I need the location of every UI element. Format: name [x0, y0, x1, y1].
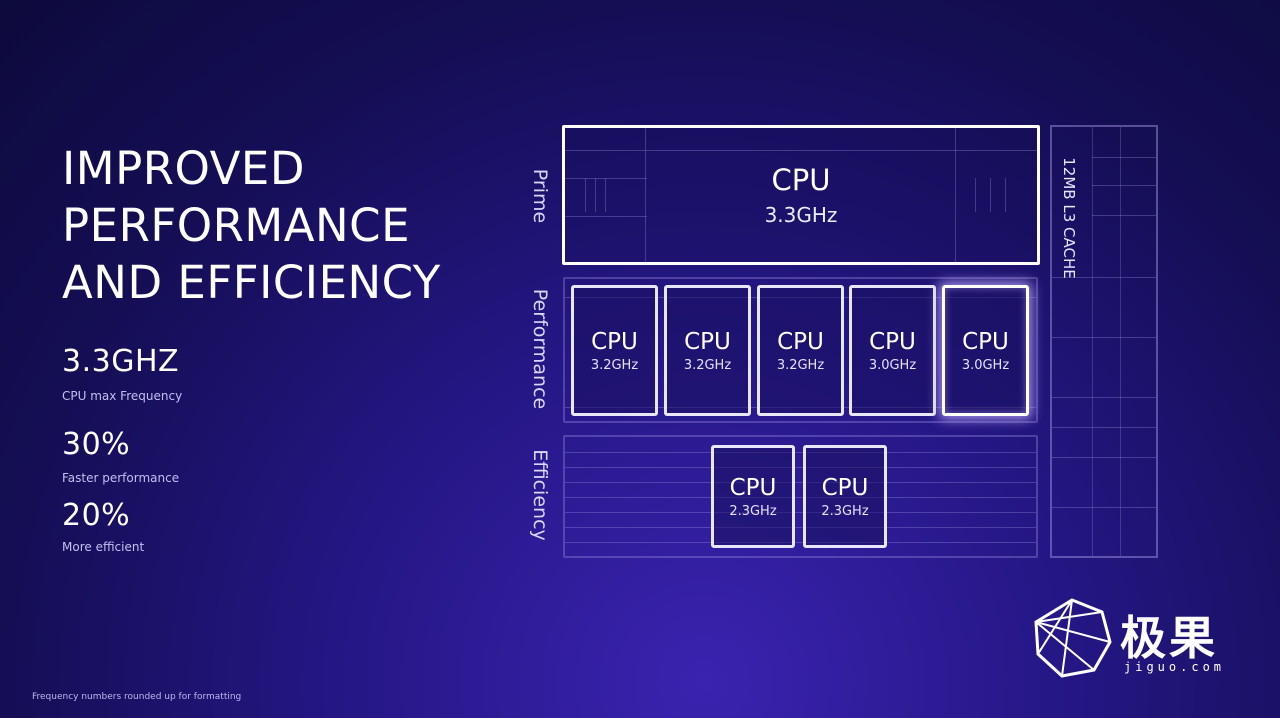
watermark-name: 极果: [1120, 611, 1218, 665]
core-frequency: 3.0GHz: [961, 358, 1010, 373]
stat-frequency-label: CPU max Frequency: [62, 389, 183, 403]
l3-cache-block: [1050, 125, 1158, 558]
performance-core-highlighted: CPU 3.0GHz: [942, 285, 1029, 416]
performance-core: CPU 3.2GHz: [571, 285, 658, 416]
performance-core: CPU 3.0GHz: [849, 285, 936, 416]
core-label: CPU: [962, 329, 1009, 355]
core-frequency: 3.2GHz: [683, 358, 732, 373]
stat-performance-value: 30%: [62, 427, 131, 462]
prime-cluster-label: Prime: [529, 168, 551, 224]
performance-cluster-label: Performance: [529, 288, 551, 410]
efficiency-cluster-label: Efficiency: [529, 449, 551, 541]
title-line-1: IMPROVED: [62, 142, 305, 195]
core-label: CPU: [777, 329, 824, 355]
core-frequency: 3.2GHz: [590, 358, 639, 373]
efficiency-core: CPU 2.3GHz: [711, 445, 795, 548]
prime-core: [562, 125, 1040, 265]
core-label: CPU: [684, 329, 731, 355]
core-label: CPU: [729, 475, 777, 501]
stat-frequency-value: 3.3GHZ: [62, 344, 180, 379]
core-frequency: 2.3GHz: [821, 504, 869, 519]
core-frequency: 3.0GHz: [868, 358, 917, 373]
polygon-logo-icon: [1034, 598, 1112, 678]
prime-cpu-label: CPU: [771, 163, 831, 197]
core-label: CPU: [821, 475, 869, 501]
performance-core: CPU 3.2GHz: [757, 285, 844, 416]
title-line-2: PERFORMANCE: [62, 199, 411, 252]
core-frequency: 2.3GHz: [729, 504, 777, 519]
stat-performance-label: Faster performance: [62, 471, 180, 485]
page-title: IMPROVED PERFORMANCE AND EFFICIENCY: [62, 140, 502, 311]
title-line-3: AND EFFICIENCY: [62, 256, 441, 309]
core-label: CPU: [869, 329, 916, 355]
prime-cpu-frequency: 3.3GHz: [764, 203, 838, 227]
efficiency-core: CPU 2.3GHz: [803, 445, 887, 548]
performance-core: CPU 3.2GHz: [664, 285, 751, 416]
stat-efficiency-label: More efficient: [62, 540, 145, 554]
core-label: CPU: [591, 329, 638, 355]
efficiency-cluster: [563, 435, 1038, 558]
stat-efficiency-value: 20%: [62, 498, 131, 533]
core-frequency: 3.2GHz: [776, 358, 825, 373]
footnote: Frequency numbers rounded up for formatt…: [32, 692, 242, 702]
watermark-url: jiguo.com: [1124, 660, 1226, 674]
l3-cache-label: 12MB L3 CACHE: [1060, 157, 1078, 279]
